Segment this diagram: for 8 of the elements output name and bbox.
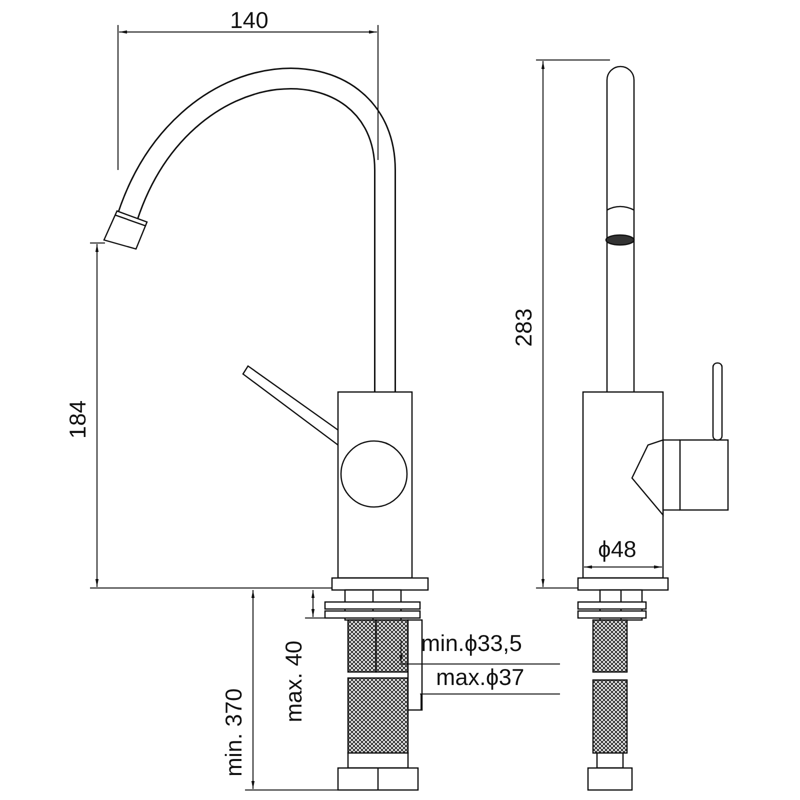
dimension-label: 283	[512, 308, 536, 346]
dimension-label: min.ϕ33,5	[421, 632, 522, 655]
dimension-label: min. 370	[222, 688, 246, 776]
dimension-label: 140	[230, 9, 268, 32]
dimension-label: max. 40	[282, 640, 305, 722]
dimension-label: 184	[66, 400, 90, 438]
dimension-label: max.ϕ37	[436, 666, 524, 689]
dimension-label: ϕ48	[598, 538, 636, 561]
